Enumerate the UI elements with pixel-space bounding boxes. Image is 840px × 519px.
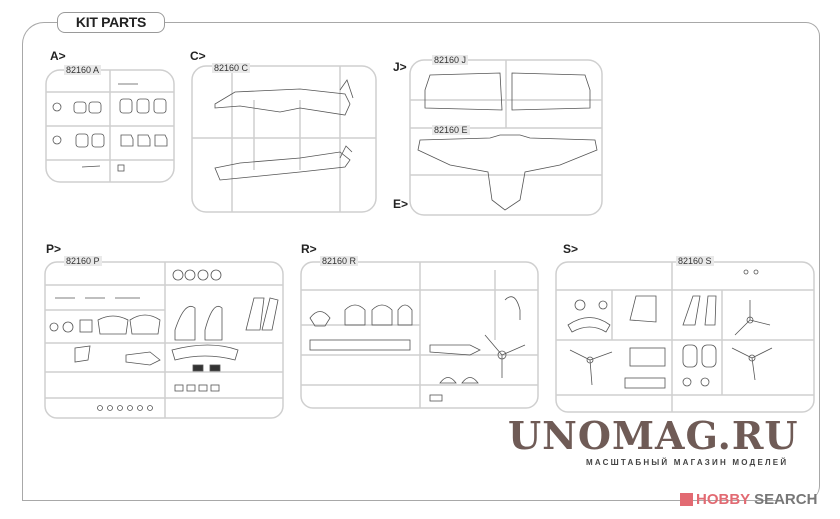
wing-lower [417,134,598,211]
sprue-e-code: 82160 E [432,125,470,135]
sprue-c-frame [191,65,377,213]
sprue-r-letter: R> [301,242,317,256]
hobbysearch-search: SEARCH [749,491,818,508]
sprue-p-frame [44,261,284,419]
sprue-s-frame [555,261,815,413]
sprue-e-letter: E> [393,197,409,211]
unomag-subtitle: МАСШТАБНЫЙ МАГАЗИН МОДЕЛЕЙ [586,458,789,467]
propeller-s-3 [731,347,773,381]
wing-upper-right [511,72,591,111]
hobbysearch-hobby: HOBBY [696,491,750,508]
sprue-p-code: 82160 P [64,256,102,266]
wing-upper-left [424,72,503,111]
sprue-c-code: 82160 C [212,63,251,73]
propeller-s-2 [569,349,613,386]
hobbysearch-logo: HOBBY SEARCH [680,491,817,508]
propeller-s-1 [734,300,771,336]
sprue-j-code: 82160 J [432,55,469,65]
hobbysearch-icon [680,493,693,506]
sprue-r-code: 82160 R [320,256,359,266]
sprue-j-letter: J> [393,60,407,74]
frame-bottom-line [22,500,782,501]
sprue-a-code: 82160 A [64,65,102,75]
unomag-watermark: UNOMAG.RU [508,413,799,458]
sprue-s-letter: S> [563,242,579,256]
sprue-p-letter: P> [46,242,62,256]
sprue-a-letter: A> [50,49,66,63]
fuselage-left-half [214,88,351,116]
section-title: KIT PARTS [57,12,165,33]
sprue-s-code: 82160 S [676,256,714,266]
sprue-c-letter: C> [190,49,206,63]
fuselage-right-half [214,151,351,181]
propeller-r [484,334,526,378]
kit-parts-frame [22,22,820,500]
